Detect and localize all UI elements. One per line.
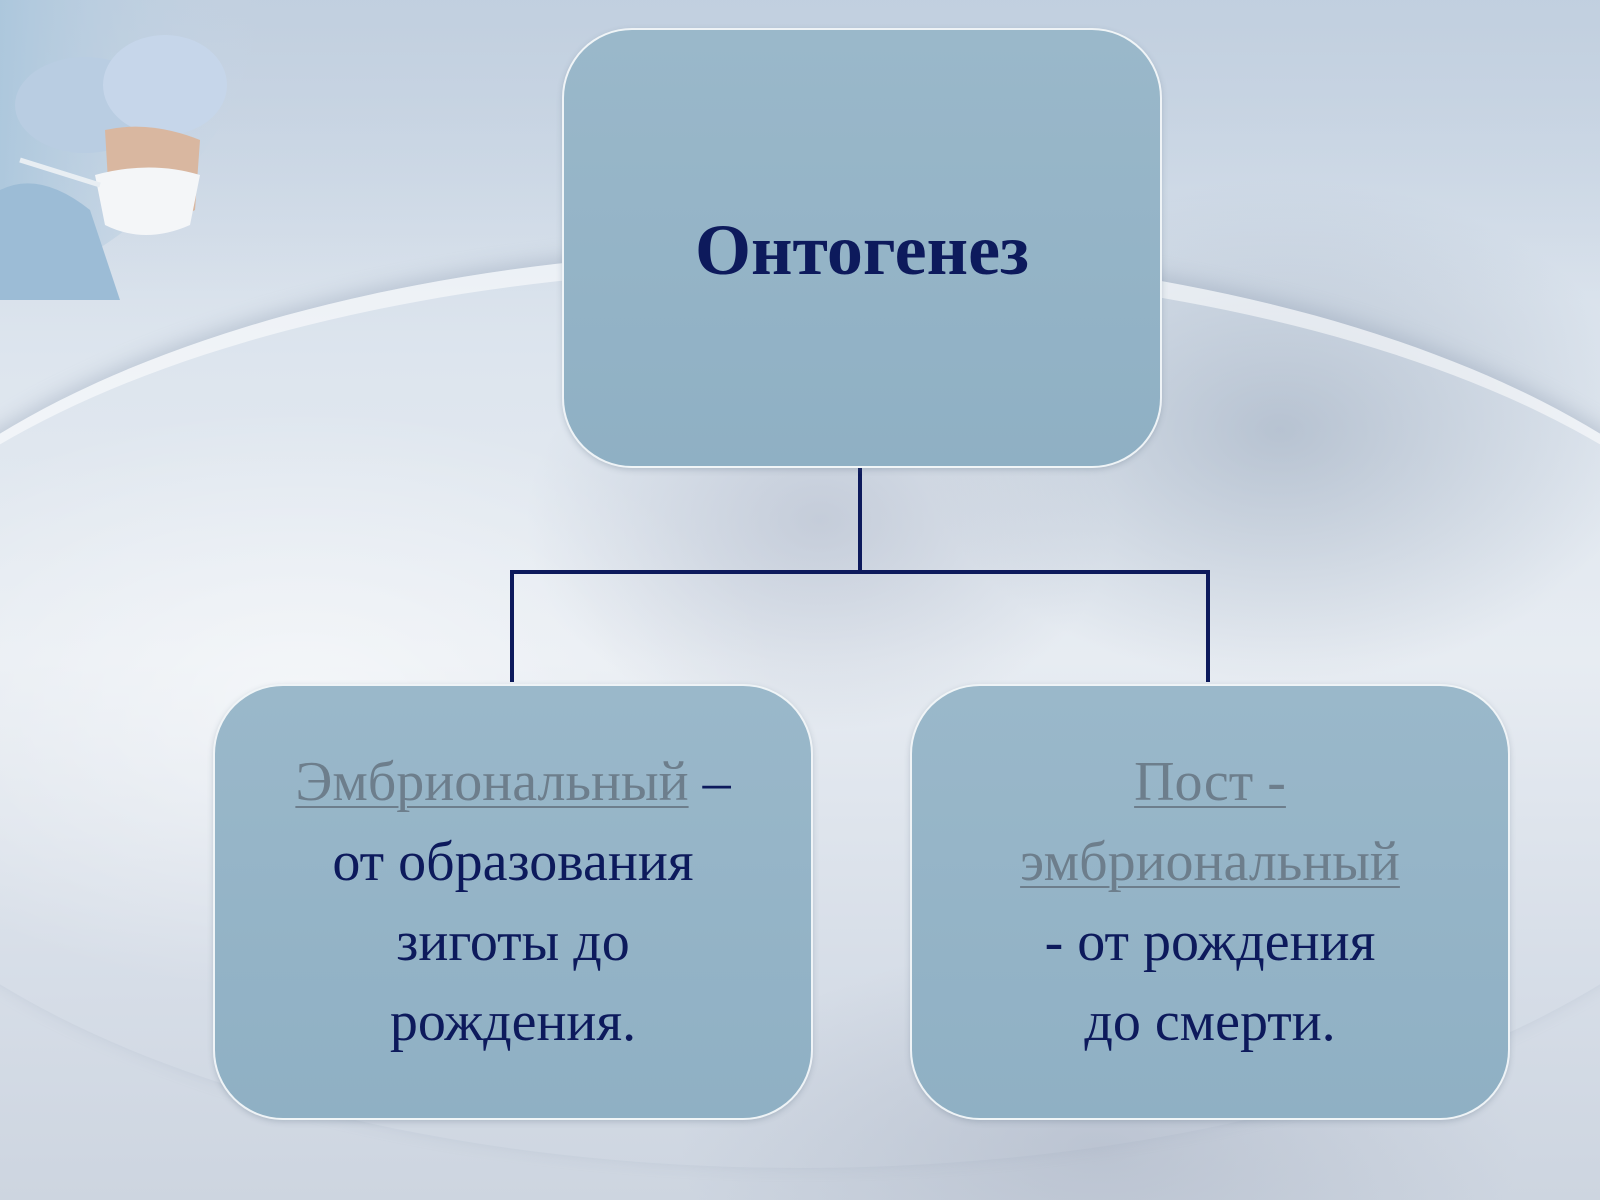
- embryonic-line-4: рождения.: [389, 991, 637, 1053]
- postembryonic-line-3: - от рождения: [1044, 911, 1376, 973]
- embryonic-node-text: Эмбриональный – от образования зиготы до…: [295, 742, 730, 1062]
- embryonic-term-link[interactable]: Эмбриональный: [295, 751, 689, 813]
- root-node-label: Онтогенез: [695, 209, 1029, 290]
- embryonic-line-3: зиготы до: [396, 911, 630, 973]
- embryonic-node: Эмбриональный – от образования зиготы до…: [213, 684, 813, 1120]
- postembryonic-node: Пост - эмбриональный - от рождения до см…: [910, 684, 1510, 1120]
- root-node: Онтогенез: [562, 28, 1162, 468]
- postembryonic-term-link-line-2[interactable]: эмбриональный: [1020, 831, 1400, 893]
- postembryonic-line-4: до смерти.: [1084, 991, 1336, 1053]
- postembryonic-node-text: Пост - эмбриональный - от рождения до см…: [1020, 742, 1400, 1062]
- embryonic-line-2: от образования: [332, 831, 694, 893]
- surgeon-photo: [0, 0, 260, 300]
- postembryonic-term-link-line-1[interactable]: Пост -: [1134, 751, 1286, 813]
- embryonic-dash: –: [688, 751, 731, 813]
